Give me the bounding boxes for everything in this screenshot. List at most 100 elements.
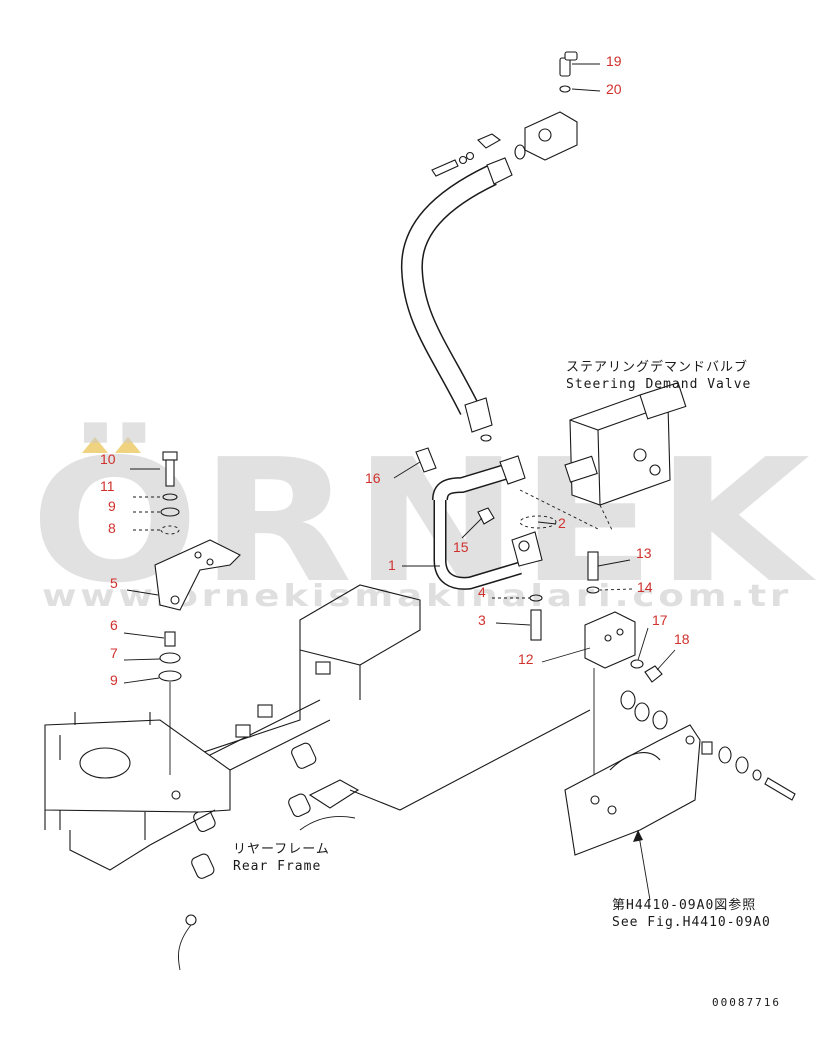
tube-fitting-block [511,531,543,567]
callout-12: 12 [518,651,534,667]
left-plate-legs [44,810,146,840]
washer-8 [160,525,180,535]
callout-9-top: 9 [108,498,116,514]
mount-washer-4 [718,746,732,764]
mount-bracket-curve [609,752,661,771]
callouts: 19 20 10 11 9 8 16 1 2 15 5 13 4 14 3 17… [100,53,690,688]
dash-tube-valve [519,489,601,531]
tube-1 [415,447,601,590]
washer-17 [630,659,644,669]
mount-washer-3 [652,710,668,730]
label-rear-en: Rear Frame [233,859,321,874]
callout-10: 10 [100,451,116,467]
frame-clip [308,779,360,809]
watermark-url: www.ornekismakinalari.com.tr [42,579,792,614]
leader-17 [637,627,649,661]
elbow-fitting-19-cap [564,51,578,61]
callout-5: 5 [110,575,118,591]
left-plate-base [69,830,151,871]
frame-leader-2 [299,816,356,831]
frame-block-3 [235,724,251,738]
leader-6 [123,632,165,639]
top-fitting-group [431,51,578,177]
callout-2: 2 [558,515,566,531]
callout-3: 3 [478,612,486,628]
callout-11: 11 [100,478,115,494]
bolt-10 [165,459,175,487]
bolt-top [431,159,459,177]
label-see-fig-jp: 第H4410-09A0図参照 [612,897,756,913]
mount-bracket-hole-3 [685,735,695,745]
label-steering-en: Steering Demand Valve [566,377,751,392]
callout-20: 20 [606,81,622,97]
washer-9-top [160,507,180,517]
frame-block-1 [315,661,331,675]
tube-body [435,500,522,589]
callout-6: 6 [110,617,118,633]
mount-washer-6 [752,769,762,781]
drawing-number: 00087716 [712,996,781,1009]
o-ring-top [514,144,526,160]
frame-side-1 [179,650,301,761]
mount-washer-1 [620,690,636,710]
bracket-5 [154,539,241,611]
o-ring-hose [480,434,492,442]
callout-14: 14 [637,579,653,595]
mount-bracket-hole-2 [607,805,617,815]
leader-18 [656,649,676,671]
left-plate-hole [79,747,131,779]
leader-2 [537,521,557,525]
tube-fitting-port [518,540,530,552]
left-plate-edge [149,809,216,846]
bracket-5-hole-2 [206,558,214,566]
leader-7 [123,658,161,661]
leader-5 [126,589,159,596]
bushing-1 [291,742,317,769]
nut-18 [644,665,663,683]
leader-3 [495,622,531,626]
valve-dash [599,504,613,531]
bracket-12-hole [604,634,612,642]
callout-13: 13 [636,545,652,561]
valve-spool [564,455,598,483]
leader-lines [123,63,676,684]
tube-hardware [529,551,600,641]
callout-18: 18 [674,631,690,647]
mount-bracket [564,690,796,901]
o-ring-20 [559,85,571,93]
leader-13 [597,559,631,567]
left-plate-tabs [59,712,151,760]
bolt-13 [587,551,599,581]
mount-bracket-plate [564,724,701,856]
bushing-5 [185,914,197,926]
callout-17: 17 [652,612,668,628]
callout-8: 8 [108,520,116,536]
elbow-fitting-19 [559,57,571,77]
bolt-3 [530,609,542,641]
left-plate [44,719,231,813]
leader-15 [461,517,483,539]
pin-6 [164,631,176,647]
bracket-12 [584,611,663,780]
callout-4: 4 [478,584,486,600]
frame-leader [177,924,192,971]
watermark-accent-right [115,437,141,453]
o-ring-2 [519,515,557,529]
mount-bolt [764,777,796,801]
leader-16 [393,461,421,479]
label-steering-jp: ステアリングデマンドバルブ [566,359,748,375]
leader-12 [541,647,591,663]
valve-port-2 [649,464,661,476]
label-rear-jp: リヤーフレーム [233,842,330,857]
frame-block-2 [257,704,273,718]
split-flange [477,133,501,149]
rear-frame [177,584,591,971]
mount-spacer [701,741,713,755]
tube-fitting-top [499,455,526,485]
callout-19: 19 [606,53,622,69]
hose-fitting-top [486,157,513,185]
bushing-4 [191,853,215,879]
callout-16: 16 [365,470,381,486]
